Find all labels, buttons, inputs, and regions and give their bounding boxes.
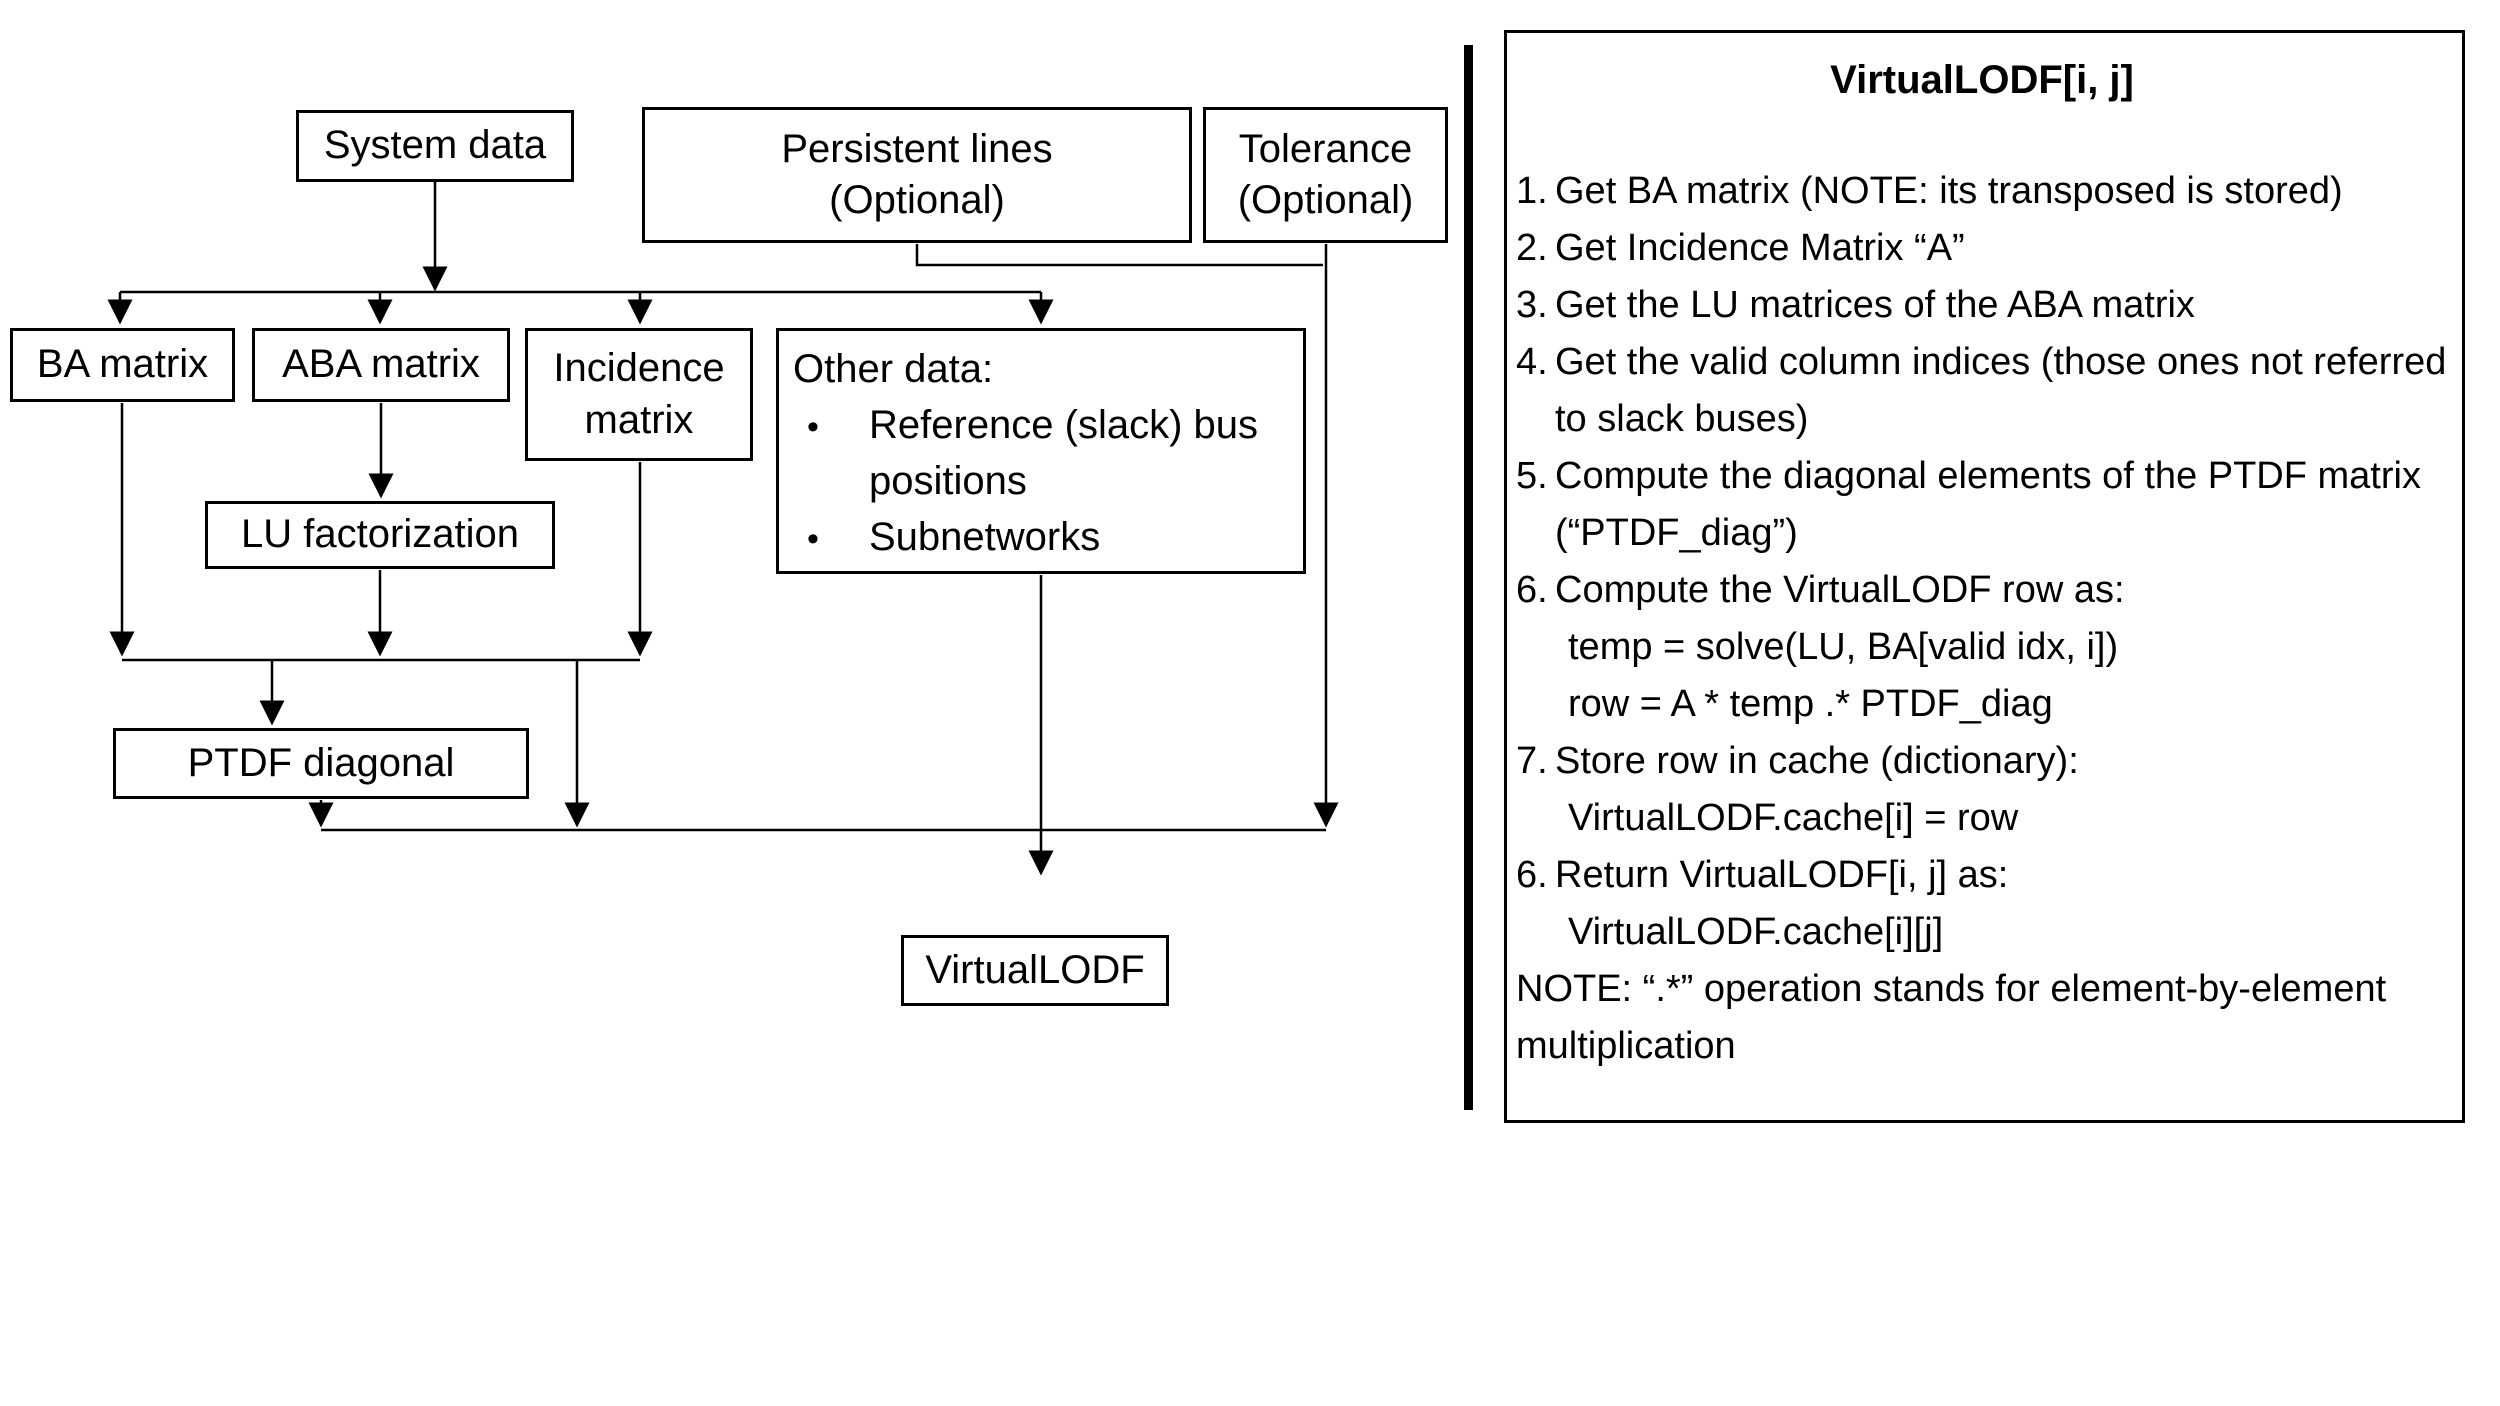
algorithm-step-3: 3. Get the LU matrices of the ABA matrix [1516, 277, 2448, 334]
node-lu-factorization: LU factorization [205, 501, 555, 569]
bullet-icon [793, 509, 869, 567]
node-ptdf-diagonal-label: PTDF diagonal [187, 740, 455, 785]
algorithm-step-1: 1. Get BA matrix (NOTE: its transposed i… [1516, 163, 2448, 220]
panel-title: VirtualLODF[i, j] [1830, 58, 2134, 102]
step-text: Compute the VirtualLODF row as: temp = s… [1555, 562, 2448, 733]
step-text: Get the LU matrices of the ABA matrix [1555, 284, 2195, 326]
step-number: 6. [1516, 854, 1548, 896]
node-ba-matrix-label: BA matrix [36, 342, 209, 387]
node-other-data-title: Other data: [793, 347, 994, 391]
node-virtuallodf: VirtualLODF [901, 935, 1169, 1006]
node-tolerance-line2: (Optional) [1237, 178, 1414, 222]
other-data-bullet-row: Subnetworks [793, 509, 1289, 567]
node-ptdf-diagonal: PTDF diagonal [113, 728, 529, 799]
algorithm-step-5: 5. Compute the diagonal elements of the … [1516, 448, 2448, 562]
algorithm-step-8: 6. Return VirtualLODF[i, j] as: VirtualL… [1516, 847, 2448, 961]
node-system-data: System data [296, 110, 574, 182]
node-incidence-line2: matrix [584, 397, 694, 442]
node-persistent-lines-label: Persistent lines (Optional) [781, 124, 1052, 226]
other-data-bullet-2: Subnetworks [869, 515, 1101, 559]
step-text: Get Incidence Matrix “A” [1555, 227, 1965, 269]
node-tolerance-line1: Tolerance [1238, 126, 1413, 171]
node-ba-matrix: BA matrix [10, 328, 235, 402]
node-persistent-line1: Persistent lines [781, 126, 1053, 171]
section-divider-bar [1464, 45, 1473, 1110]
algorithm-step-7: 7. Store row in cache (dictionary): Virt… [1516, 733, 2448, 847]
step-code-line: VirtualLODF.cache[i][j] [1568, 911, 1944, 953]
step-text-line: Store row in cache (dictionary): [1555, 740, 2079, 782]
node-persistent-line2: (Optional) [829, 178, 1005, 222]
other-data-bullet-1: Reference (slack) bus positions [869, 403, 1259, 503]
step-code-line: temp = solve(LU, BA[valid idx, i]) [1568, 626, 2119, 668]
node-lu-factorization-label: LU factorization [241, 512, 519, 557]
node-other-data: Other data: Reference (slack) bus positi… [776, 328, 1306, 574]
step-text: Return VirtualLODF[i, j] as: VirtualLODF… [1555, 847, 2448, 961]
algorithm-step-2: 2. Get Incidence Matrix “A” [1516, 220, 2448, 277]
node-system-data-label: System data [323, 123, 547, 168]
other-data-bullet-row: Reference (slack) bus positions [793, 397, 1289, 509]
node-aba-matrix-label: ABA matrix [282, 342, 480, 387]
algorithm-step-6: 6. Compute the VirtualLODF row as: temp … [1516, 562, 2448, 733]
step-number: 7. [1516, 740, 1548, 782]
step-code-line: row = A * temp .* PTDF_diag [1568, 683, 2053, 725]
step-number: 1. [1516, 170, 1548, 212]
algorithm-panel: VirtualLODF[i, j] 1. Get BA matrix (NOTE… [1504, 30, 2465, 1123]
panel-note: NOTE: “.*” operation stands for element-… [1516, 968, 2387, 1067]
step-text: Compute the diagonal elements of the PTD… [1555, 455, 2421, 554]
node-tolerance: Tolerance (Optional) [1203, 107, 1448, 243]
step-text-line: Compute the VirtualLODF row as: [1555, 569, 2125, 611]
step-number: 4. [1516, 341, 1548, 383]
step-text-line: Return VirtualLODF[i, j] as: [1555, 854, 2009, 896]
bullet-icon [793, 397, 869, 509]
step-number: 5. [1516, 455, 1548, 497]
algorithm-step-4: 4. Get the valid column indices (those o… [1516, 334, 2448, 448]
step-text: Get BA matrix (NOTE: its transposed is s… [1555, 170, 2343, 212]
node-other-data-content: Other data: Reference (slack) bus positi… [793, 341, 1289, 567]
step-text: Get the valid column indices (those ones… [1555, 341, 2447, 440]
node-persistent-lines: Persistent lines (Optional) [642, 107, 1192, 243]
node-tolerance-label: Tolerance (Optional) [1238, 124, 1414, 226]
step-text: Store row in cache (dictionary): Virtual… [1555, 733, 2448, 847]
node-incidence-line1: Incidence [553, 346, 725, 391]
node-virtuallodf-label: VirtualLODF [925, 947, 1145, 992]
node-aba-matrix: ABA matrix [252, 328, 510, 402]
node-incidence-matrix-label: Incidence matrix [553, 343, 724, 445]
connector-persistent-join [915, 244, 1323, 267]
step-number: 2. [1516, 227, 1548, 269]
step-code-line: VirtualLODF.cache[i] = row [1568, 797, 2019, 839]
step-number: 3. [1516, 284, 1548, 326]
step-number: 6. [1516, 569, 1548, 611]
node-incidence-matrix: Incidence matrix [525, 328, 753, 461]
